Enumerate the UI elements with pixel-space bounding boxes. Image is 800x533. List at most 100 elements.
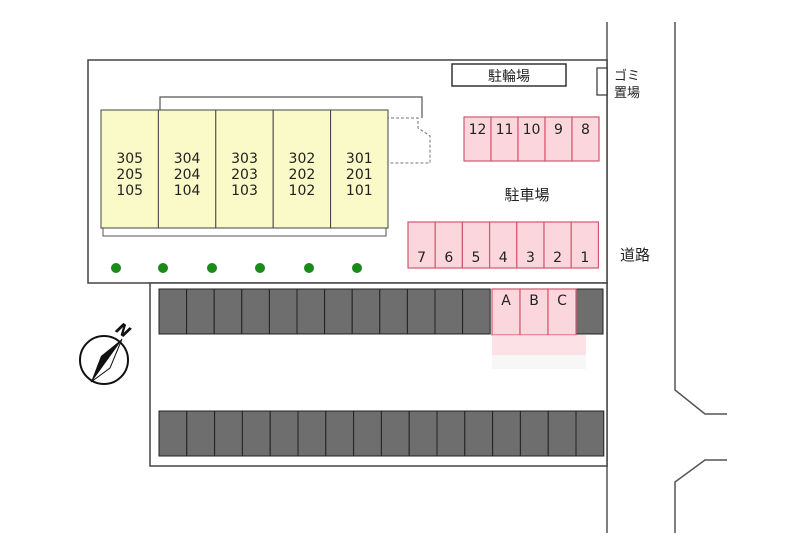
shaded-space — [575, 288, 604, 335]
unit-number: 303 — [231, 151, 258, 167]
reserved-space: B — [519, 288, 549, 336]
parking-space-number: 9 — [554, 122, 563, 138]
unit-number: 103 — [231, 183, 258, 199]
parking-space: 1 — [570, 221, 600, 269]
garbage-label-line2: 置場 — [614, 86, 640, 101]
parking-space-box — [463, 116, 492, 162]
building-canopy-line — [159, 96, 423, 118]
shaded-space — [296, 288, 326, 335]
shaded-space — [324, 288, 353, 335]
shaded-space — [353, 410, 382, 457]
shaded-space — [436, 410, 466, 457]
shaded-row-upper — [158, 288, 604, 335]
parking-space: 10 — [517, 116, 546, 162]
building-annex-dashed — [386, 117, 431, 164]
shaded-space — [351, 288, 381, 335]
shaded-space — [325, 410, 355, 457]
shaded-space — [158, 410, 188, 457]
apartment-unit-box — [330, 109, 389, 229]
tree-icon — [352, 263, 362, 273]
apartment-unit-box — [215, 109, 274, 229]
apartment-building: 3052051053042041043032031033022021023012… — [100, 109, 389, 229]
parking-space-number: 12 — [469, 122, 487, 138]
parking-space-box — [489, 221, 518, 269]
reserved-space: A — [491, 288, 521, 336]
shaded-space — [214, 410, 243, 457]
tree-icon — [111, 263, 121, 273]
shaded-space — [492, 410, 521, 457]
shaded-space — [462, 288, 491, 335]
shaded-row-lower — [158, 410, 605, 457]
tree-row — [111, 263, 362, 273]
shaded-space — [547, 410, 577, 457]
unit-number: 101 — [346, 183, 373, 199]
parking-space: 5 — [461, 221, 491, 269]
apartment-unit-box — [100, 109, 159, 229]
apartment-unit-box — [157, 109, 217, 229]
parking-space-number: 11 — [496, 122, 514, 138]
parking-space-box — [407, 221, 436, 269]
parking-space-number: 4 — [499, 250, 508, 266]
tree-icon — [158, 263, 168, 273]
parking-space-number: 2 — [553, 250, 562, 266]
parking-space-box — [571, 116, 600, 162]
reserved-footing — [492, 335, 586, 355]
bicycle-parking-label: 駐輪場 — [488, 68, 530, 85]
unit-number: 204 — [174, 167, 201, 183]
parking-space-box — [570, 221, 600, 269]
unit-number: 202 — [289, 167, 316, 183]
reserved-space-label: B — [529, 293, 539, 309]
garbage-area — [596, 67, 608, 96]
shaded-space — [241, 288, 270, 335]
unit-number: 301 — [346, 151, 373, 167]
reserved-fade — [492, 355, 586, 369]
parking-space-number: 8 — [581, 122, 590, 138]
reserved-space-label: C — [557, 293, 567, 309]
parking-space-box — [490, 116, 519, 162]
parking-label: 駐車場 — [504, 186, 549, 204]
shaded-space — [575, 410, 605, 457]
tree-icon — [255, 263, 265, 273]
shaded-space — [380, 410, 410, 457]
shaded-space — [379, 288, 408, 335]
road-edge-right-upper — [674, 22, 727, 415]
parking-space: 2 — [543, 221, 572, 269]
bicycle-parking — [451, 63, 567, 87]
parking-space-box — [517, 116, 546, 162]
shaded-space — [464, 410, 494, 457]
shaded-space — [241, 410, 271, 457]
shaded-space — [408, 410, 438, 457]
parking-space-number: 3 — [526, 250, 535, 266]
parking-space-number: 5 — [472, 250, 481, 266]
shaded-space — [268, 288, 298, 335]
reserved-space: C — [547, 288, 577, 336]
parking-space-box — [543, 221, 572, 269]
shaded-space — [406, 288, 436, 335]
reserved-space-label: A — [501, 293, 511, 309]
parking-space-number: 1 — [580, 250, 589, 266]
unit-number: 205 — [116, 167, 143, 183]
compass-needle-tail-icon — [90, 338, 123, 383]
unit-number: 105 — [116, 183, 143, 199]
parking-row-middle: 7 6 5 4 3 2 1 — [407, 221, 600, 269]
unit-number: 104 — [174, 183, 201, 199]
north-compass: N — [79, 319, 135, 385]
shaded-space — [519, 410, 549, 457]
shaded-space — [158, 288, 188, 335]
parking-space-number: 7 — [417, 250, 426, 266]
parking-space: 4 — [489, 221, 518, 269]
parking-space-box — [516, 221, 545, 269]
unit-number: 304 — [174, 151, 201, 167]
unit-number: 302 — [289, 151, 316, 167]
road-edge-right-lower — [674, 459, 727, 533]
apartment-unit-box — [272, 109, 332, 229]
reserved-space-box — [547, 288, 577, 336]
shaded-space — [213, 288, 243, 335]
parking-space-number: 6 — [444, 250, 453, 266]
